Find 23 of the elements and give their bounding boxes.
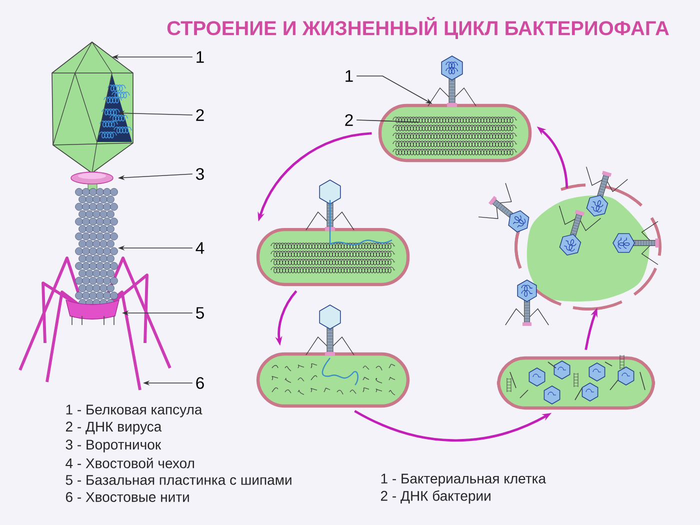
callout-number: 1 <box>346 70 353 82</box>
bacterium-drawing <box>496 354 656 410</box>
key-item: 3 - Воротничок <box>66 440 162 452</box>
bacterium-drawing <box>378 56 532 162</box>
bacterium-drawing <box>256 304 410 408</box>
key-item: 5 - Базальная пластинка с шипами <box>66 475 292 485</box>
callout-number: 1 <box>196 51 204 63</box>
callout-number: 2 <box>345 114 353 126</box>
callout-number: 2 <box>196 109 204 121</box>
callout-number: 5 <box>196 307 204 319</box>
callout-number: 3 <box>196 168 204 180</box>
key-item: 1 - Белковая капсула <box>66 404 202 418</box>
bacterium-drawing <box>478 166 662 326</box>
bacterium-drawing <box>256 180 410 286</box>
callout-number: 4 <box>196 242 204 254</box>
title: СТРОЕНИЕ И ЖИЗНЕННЫЙ ЦИКЛ БАКТЕРИОФАГА <box>167 16 669 40</box>
key-item: 4 - Хвостовой чехол <box>66 458 194 468</box>
key-item: 2 - ДНК бактерии <box>380 490 490 504</box>
key-item: 6 - Хвостовые нити <box>66 492 189 502</box>
key-item: 2 - ДНК вируса <box>66 422 162 434</box>
callout-number: 6 <box>196 377 204 389</box>
leader-line <box>356 120 419 122</box>
key-item: 1 - Бактериальная клетка <box>381 474 546 486</box>
